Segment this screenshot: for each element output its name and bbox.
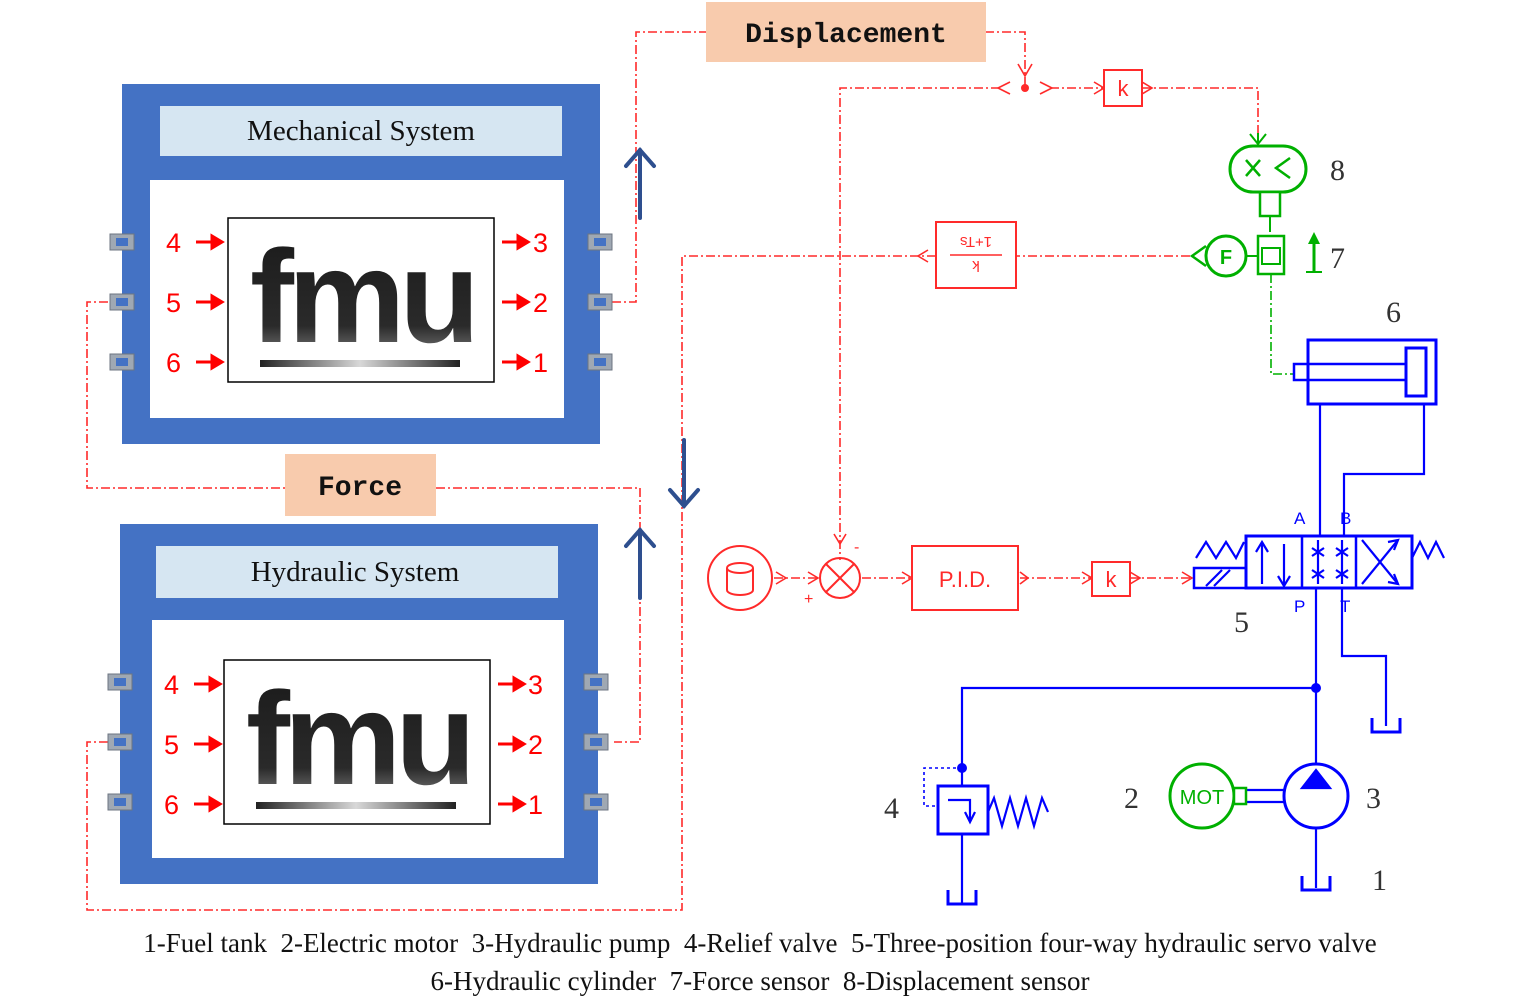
force-sensor-F: F <box>1220 247 1232 269</box>
mech-in-5: 5 <box>166 288 181 318</box>
hyd-in-6: 6 <box>164 790 179 820</box>
hydraulic-system-block: Hydraulic System fmu 4 5 6 3 2 1 <box>107 524 609 884</box>
svg-text:P: P <box>1294 597 1305 616</box>
displacement-label-box: Displacement <box>706 2 986 62</box>
hyd-out-1: 1 <box>528 790 543 820</box>
force-label-box: Force <box>285 454 436 516</box>
num-4: 4 <box>884 792 899 825</box>
signal-lines <box>86 31 1259 911</box>
valve-port-letters: A B P T <box>1294 509 1351 616</box>
num-1: 1 <box>1372 864 1387 897</box>
mech-out-2: 2 <box>533 288 548 318</box>
num-7: 7 <box>1330 242 1345 275</box>
hyd-out-3: 3 <box>528 670 543 700</box>
summing-junction <box>819 557 861 599</box>
component-numbers: 1 2 3 4 5 6 7 8 <box>884 154 1401 897</box>
sensors: F <box>1189 133 1322 375</box>
num-3: 3 <box>1366 782 1381 815</box>
signal-arrowheads <box>775 63 1194 585</box>
force-label: Force <box>318 473 402 504</box>
num-6: 6 <box>1386 296 1401 329</box>
tf-denominator: 1+Ts <box>960 233 992 250</box>
fmu-logo-text: fmu <box>250 223 474 370</box>
sum-minus: - <box>854 539 859 556</box>
legend-line-2: 6-Hydraulic cylinder 7-Force sensor 8-Di… <box>430 966 1090 996</box>
svg-text:A: A <box>1294 509 1306 528</box>
hyd-in-4: 4 <box>164 670 179 700</box>
num-2: 2 <box>1124 782 1139 815</box>
hydraulic-circuit <box>923 338 1445 906</box>
sum-plus: + <box>804 591 813 608</box>
mechanical-system-block: Mechanical System fmu 4 5 6 3 <box>109 84 613 444</box>
svg-text:B: B <box>1340 509 1351 528</box>
gain-k-lower: k <box>1106 567 1118 592</box>
num-8: 8 <box>1330 154 1345 187</box>
num-5: 5 <box>1234 606 1249 639</box>
hyd-out-2: 2 <box>528 730 543 760</box>
legend-line-1: 1-Fuel tank 2-Electric motor 3-Hydraulic… <box>143 928 1377 958</box>
svg-text:T: T <box>1340 597 1350 616</box>
fmu-logo-text-2: fmu <box>246 665 470 812</box>
electric-motor: MOT <box>1168 762 1248 830</box>
control-chain: - + P.I.D. k k k 1+Ts <box>707 69 1143 611</box>
displacement-label: Displacement <box>745 20 947 51</box>
tf-numerator: k <box>972 257 980 274</box>
flow-arrows <box>624 146 700 600</box>
gain-k-upper: k <box>1118 76 1130 101</box>
hydraulic-system-title: Hydraulic System <box>251 556 460 588</box>
pid-label: P.I.D. <box>939 567 991 592</box>
hyd-in-5: 5 <box>164 730 179 760</box>
mech-in-6: 6 <box>166 348 181 378</box>
mech-out-3: 3 <box>533 228 548 258</box>
motor-label: MOT <box>1180 787 1224 809</box>
mech-in-4: 4 <box>166 228 181 258</box>
mech-out-1: 1 <box>533 348 548 378</box>
mechanical-system-title: Mechanical System <box>247 115 475 147</box>
